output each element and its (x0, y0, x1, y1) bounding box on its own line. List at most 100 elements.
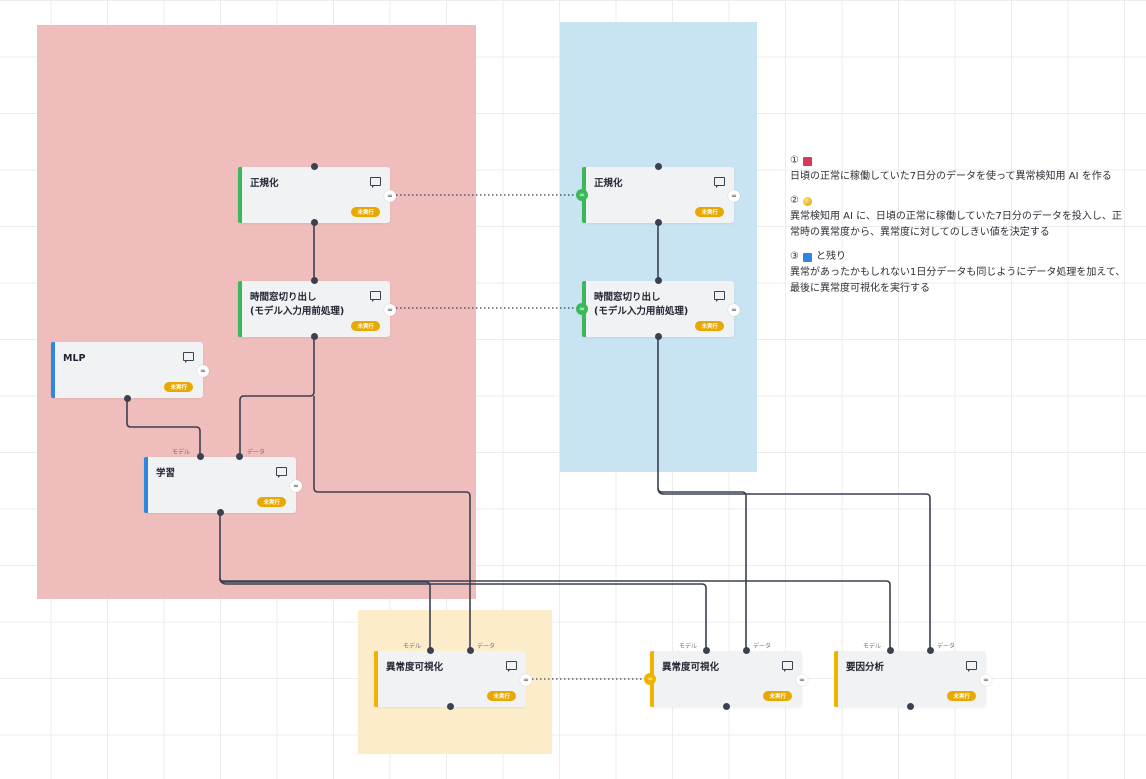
link-icon[interactable]: ∞ (384, 190, 396, 202)
input-port-model[interactable] (887, 647, 894, 654)
step-text: 日頃の正常に稼働していた7日分のデータを使って異常検知用 AI を作る (790, 171, 1112, 182)
input-port[interactable] (311, 163, 318, 170)
link-icon[interactable]: ∞ (197, 365, 209, 377)
linked-input-icon[interactable]: ∞ (644, 673, 656, 685)
node-factor-analysis[interactable]: 要因分析 未実行 ∞ (834, 651, 992, 707)
output-port[interactable] (723, 703, 730, 710)
step-text: 異常検知用 AI に、日頃の正常に稼働していた7日分のデータを投入し、正常時の異… (790, 211, 1122, 238)
status-badge: 未実行 (351, 207, 380, 217)
port-label-model: モデル (863, 643, 882, 650)
output-port[interactable] (311, 219, 318, 226)
input-port-data[interactable] (743, 647, 750, 654)
linked-input-icon[interactable]: ∞ (576, 189, 588, 201)
step-text: 異常があったかもしれない1日分データも同じようにデータ処理を加えて、最後に異常度… (790, 267, 1126, 294)
wire-window-right-to-factor-data (657, 487, 931, 650)
port-label-model: モデル (679, 643, 698, 650)
node-mlp[interactable]: MLP 未実行 ∞ (51, 342, 209, 398)
port-label-data: データ (477, 643, 496, 650)
port-label-data: データ (937, 643, 956, 650)
output-port[interactable] (447, 703, 454, 710)
link-icon[interactable]: ∞ (980, 674, 992, 686)
comment-icon[interactable] (183, 352, 194, 363)
port-label-model: モデル (403, 643, 422, 650)
note-step-2: ② 異常検知用 AI に、日頃の正常に稼働していた7日分のデータを投入し、正常時… (790, 193, 1130, 241)
input-port-data[interactable] (236, 453, 243, 460)
output-port[interactable] (655, 219, 662, 226)
node-title: 正規化 (250, 178, 279, 189)
node-accent-bar (238, 167, 242, 223)
status-badge: 未実行 (763, 691, 792, 701)
node-title: MLP (63, 353, 86, 364)
node-window-left[interactable]: 時間窓切り出し (モデル入力用前処理) 未実行 ∞ (238, 281, 396, 337)
note-step-1: ① 日頃の正常に稼働していた7日分のデータを使って異常検知用 AI を作る (790, 153, 1130, 185)
blue-square-icon (802, 252, 812, 262)
input-port-model[interactable] (197, 453, 204, 460)
comment-icon[interactable] (506, 661, 517, 672)
node-anomaly-viz-1[interactable]: 異常度可視化 未実行 ∞ (374, 651, 532, 707)
input-port-data[interactable] (467, 647, 474, 654)
node-title: 時間窓切り出し (モデル入力用前処理) (250, 292, 345, 317)
input-port-model[interactable] (427, 647, 434, 654)
input-port[interactable] (311, 277, 318, 284)
status-badge: 未実行 (164, 382, 193, 392)
node-title: 時間窓切り出し (モデル入力用前処理) (594, 292, 689, 317)
comment-icon[interactable] (782, 661, 793, 672)
link-icon[interactable]: ∞ (290, 480, 302, 492)
coin-icon (802, 196, 812, 206)
input-port[interactable] (655, 163, 662, 170)
step-title: と残り (815, 251, 846, 262)
status-badge: 未実行 (257, 497, 286, 507)
output-port[interactable] (311, 333, 318, 340)
port-label-model: モデル (172, 449, 191, 456)
link-icon[interactable]: ∞ (384, 304, 396, 316)
comment-icon[interactable] (714, 177, 725, 188)
comment-icon[interactable] (966, 661, 977, 672)
status-badge: 未実行 (695, 207, 724, 217)
comment-icon[interactable] (276, 467, 287, 478)
linked-input-icon[interactable]: ∞ (576, 303, 588, 315)
node-title: 異常度可視化 (662, 662, 720, 673)
node-anomaly-viz-2[interactable]: 異常度可視化 未実行 ∞ ∞ (644, 651, 808, 707)
input-port-data[interactable] (927, 647, 934, 654)
output-port[interactable] (655, 333, 662, 340)
port-label-data: データ (753, 643, 772, 650)
node-accent-bar (834, 651, 838, 707)
node-accent-bar (374, 651, 378, 707)
node-normalize-left[interactable]: 正規化 未実行 ∞ (238, 167, 396, 223)
status-badge: 未実行 (947, 691, 976, 701)
comment-icon[interactable] (370, 177, 381, 188)
red-square-icon (802, 156, 812, 166)
link-icon[interactable]: ∞ (520, 674, 532, 686)
comment-icon[interactable] (714, 291, 725, 302)
node-accent-bar (51, 342, 55, 398)
step-number: ① (790, 155, 799, 166)
node-accent-bar (144, 457, 148, 513)
node-title: 要因分析 (846, 662, 885, 673)
output-port[interactable] (124, 395, 131, 402)
port-label-data: データ (247, 449, 266, 456)
input-port-model[interactable] (703, 647, 710, 654)
node-title: 学習 (156, 468, 176, 479)
status-badge: 未実行 (695, 321, 724, 331)
node-normalize-right[interactable]: 正規化 未実行 ∞ ∞ (576, 167, 740, 223)
node-train[interactable]: 学習 未実行 ∞ (144, 457, 302, 513)
instruction-notes: ① 日頃の正常に稼働していた7日分のデータを使って異常検知用 AI を作る ② … (790, 153, 1130, 305)
step-number: ② (790, 195, 799, 206)
status-badge: 未実行 (351, 321, 380, 331)
step-number: ③ (790, 251, 799, 262)
node-accent-bar (238, 281, 242, 337)
output-port[interactable] (907, 703, 914, 710)
link-icon[interactable]: ∞ (796, 674, 808, 686)
node-title: 正規化 (594, 178, 623, 189)
link-icon[interactable]: ∞ (728, 190, 740, 202)
input-port[interactable] (655, 277, 662, 284)
comment-icon[interactable] (370, 291, 381, 302)
link-icon[interactable]: ∞ (728, 304, 740, 316)
note-step-3: ③ と残り 異常があったかもしれない1日分データも同じようにデータ処理を加えて、… (790, 249, 1130, 297)
node-window-right[interactable]: 時間窓切り出し (モデル入力用前処理) 未実行 ∞ ∞ (576, 281, 740, 337)
node-title: 異常度可視化 (386, 662, 444, 673)
group-blue-threshold[interactable] (560, 22, 757, 472)
output-port[interactable] (217, 509, 224, 516)
status-badge: 未実行 (487, 691, 516, 701)
